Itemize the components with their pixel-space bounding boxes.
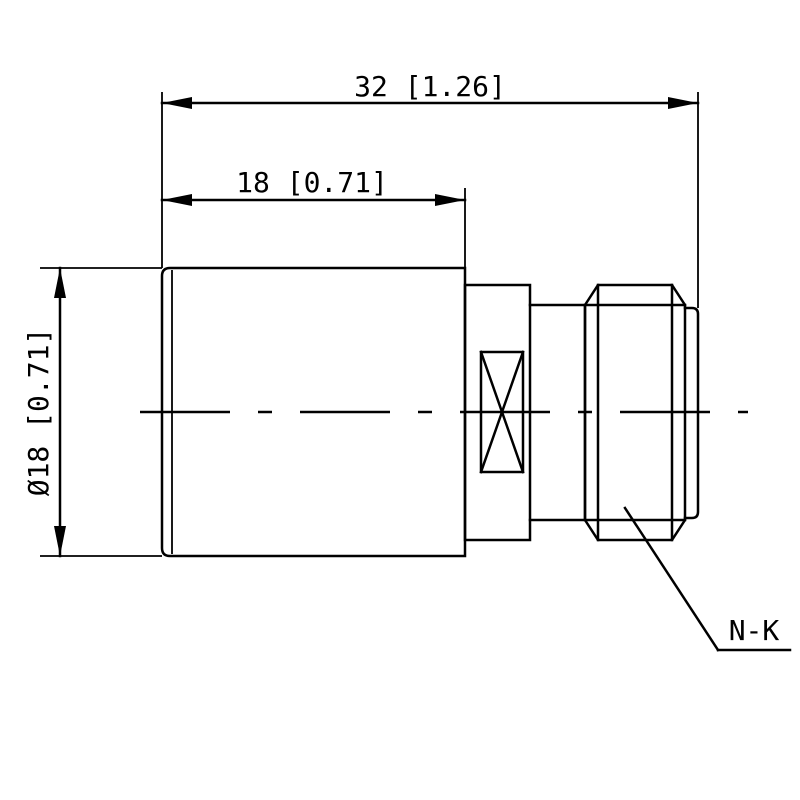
extension-lines bbox=[40, 92, 699, 557]
body-diameter-label: Ø18 [0.71] bbox=[22, 328, 55, 497]
body-length-dimension: 18 [0.71] bbox=[160, 166, 467, 206]
arrow-right-icon bbox=[435, 194, 465, 206]
arrow-left-icon bbox=[162, 194, 192, 206]
overall-length-label: 32 [1.26] bbox=[354, 70, 506, 103]
connector-type-label: N-K bbox=[729, 614, 780, 647]
arrow-right-icon bbox=[668, 97, 698, 109]
overall-length-dimension: 32 [1.26] bbox=[160, 70, 700, 109]
arrow-up-icon bbox=[54, 268, 66, 298]
leader-line bbox=[623, 506, 720, 652]
arrow-down-icon bbox=[54, 526, 66, 556]
arrow-left-icon bbox=[162, 97, 192, 109]
connector-callout: N-K bbox=[623, 506, 792, 652]
body-diameter-dimension: Ø18 [0.71] bbox=[22, 266, 66, 558]
body-length-label: 18 [0.71] bbox=[236, 166, 388, 199]
